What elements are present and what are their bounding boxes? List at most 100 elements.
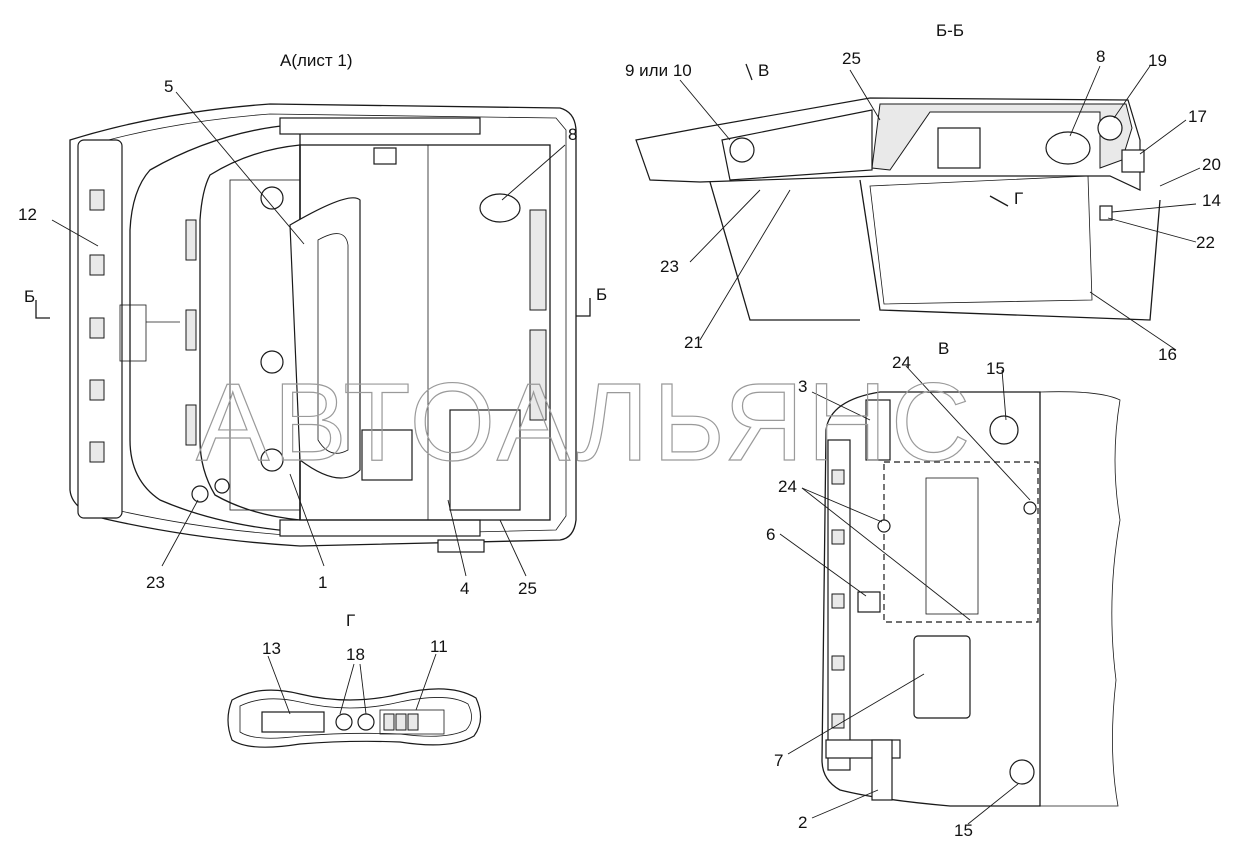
- fitting-23b: [214, 478, 230, 494]
- callout-a-12: 12: [18, 205, 37, 224]
- callout-bb-19: 19: [1148, 51, 1167, 70]
- callout-v-7: 7: [774, 751, 783, 770]
- callout-bb-8: 8: [1096, 47, 1105, 66]
- vent-circle-2: [260, 350, 284, 374]
- display-13: [261, 711, 325, 733]
- leader-g-18-b: [359, 663, 367, 715]
- view-g: Г 13 18 11: [227, 611, 482, 748]
- switch-11-b: [395, 713, 407, 731]
- switch-11-a: [383, 713, 395, 731]
- leader-v-2: [811, 789, 879, 819]
- leader-g-11: [415, 653, 437, 711]
- leader-a-23: [161, 499, 199, 567]
- roof-insulation: [871, 103, 1133, 171]
- leader-bb-16: [1089, 291, 1177, 351]
- callout-g-13: 13: [262, 639, 281, 658]
- callout-a-23: 23: [146, 573, 165, 592]
- leader-bb-8: [1069, 65, 1101, 137]
- console-inner: [317, 233, 349, 454]
- view-v-outline: [821, 391, 1041, 807]
- right-bracket-mid: [529, 329, 547, 421]
- callout-bb-22: 22: [1196, 233, 1215, 252]
- callout-bb-9: 9 или 10: [625, 61, 692, 80]
- callout-a-25: 25: [518, 579, 537, 598]
- wall-left-section: [709, 181, 860, 321]
- leader-v-15-bottom: [967, 783, 1019, 825]
- plate-7: [913, 635, 971, 719]
- center-bracket: [119, 304, 147, 362]
- section-marker-right: Б: [596, 285, 607, 304]
- hole-24-b: [1023, 501, 1037, 515]
- view-bb-dir-v: В: [758, 61, 769, 80]
- clamp-6: [857, 591, 881, 613]
- leader-bb-9: [679, 79, 731, 141]
- callout-bb-20: 20: [1202, 155, 1221, 174]
- knob-18-b: [357, 713, 375, 731]
- lamp-5: [89, 441, 105, 463]
- valve-17: [1121, 149, 1145, 173]
- callout-a-4: 4: [460, 579, 469, 598]
- callout-v-3: 3: [798, 377, 807, 396]
- switch-block-11: [379, 709, 445, 735]
- speaker-8-a: [479, 193, 521, 223]
- vent-circle-3: [260, 448, 284, 472]
- section-marker-left: Б: [24, 287, 35, 306]
- mount-plate-1: [361, 429, 413, 481]
- lamp-3: [89, 317, 105, 339]
- hatch-cover: [925, 477, 979, 615]
- leader-a-25: [499, 519, 527, 577]
- callout-a-8: 8: [568, 125, 577, 144]
- view-g-title: Г: [346, 611, 355, 630]
- section-arrow-right: [576, 298, 591, 317]
- console-housing: [289, 197, 361, 479]
- rear-window: [869, 175, 1093, 305]
- leader-bb-19: [1113, 65, 1151, 119]
- bracket-3: [865, 399, 891, 461]
- view-a: А(лист 1): [18, 51, 607, 598]
- callout-a-1: 1: [318, 573, 327, 592]
- fitting-9: [729, 137, 755, 163]
- leader-bb-23: [689, 189, 761, 263]
- bottom-latch: [437, 539, 485, 553]
- callout-v-24-left: 24: [778, 477, 797, 496]
- view-v-lamp-3: [831, 593, 845, 609]
- hatch-plate: [937, 127, 981, 169]
- callout-bb-25: 25: [842, 49, 861, 68]
- leader-v-7: [787, 673, 925, 755]
- leader-v-24-left-b: [801, 487, 971, 621]
- callout-v-15-top: 15: [986, 359, 1005, 378]
- callout-bb-17: 17: [1188, 107, 1207, 126]
- leader-v-24-left-a: [801, 487, 883, 523]
- view-bb-dir-g: Г: [1014, 189, 1023, 208]
- leader-a-4: [447, 499, 467, 577]
- leader-g-13: [267, 655, 291, 715]
- view-bb: Б-Б В Г 9 или 10 25 8 19 17: [625, 21, 1221, 364]
- leader-v-24-top: [905, 365, 1031, 501]
- callout-v-2: 2: [798, 813, 807, 832]
- connector-3: [185, 404, 197, 446]
- view-v: В 24 15 3 24 6 7 2 1: [766, 339, 1121, 840]
- view-a-title: А(лист 1): [280, 51, 353, 70]
- leader-a-12: [51, 219, 99, 247]
- leader-bb-21: [699, 189, 791, 341]
- mount-plate-4: [449, 409, 521, 511]
- callout-v-24-top: 24: [892, 353, 911, 372]
- switch-11-c: [407, 713, 419, 731]
- view-v-title: В: [938, 339, 949, 358]
- callout-bb-14: 14: [1202, 191, 1221, 210]
- dir-g-arrow: [989, 195, 1009, 207]
- headliner-front: [129, 123, 301, 533]
- speaker-8-bb: [1045, 131, 1091, 165]
- leader-bb-25: [849, 69, 881, 121]
- dir-v-arrow: [745, 63, 753, 81]
- callout-bb-16: 16: [1158, 345, 1177, 364]
- leader-bb-17: [1139, 119, 1187, 155]
- callout-a-5: 5: [164, 77, 173, 96]
- leader-a-8: [501, 144, 566, 201]
- leader-bb-20: [1159, 167, 1201, 187]
- leader-a-5: [175, 91, 305, 245]
- switch-14: [1099, 205, 1113, 221]
- leader-g-18-a: [339, 663, 355, 715]
